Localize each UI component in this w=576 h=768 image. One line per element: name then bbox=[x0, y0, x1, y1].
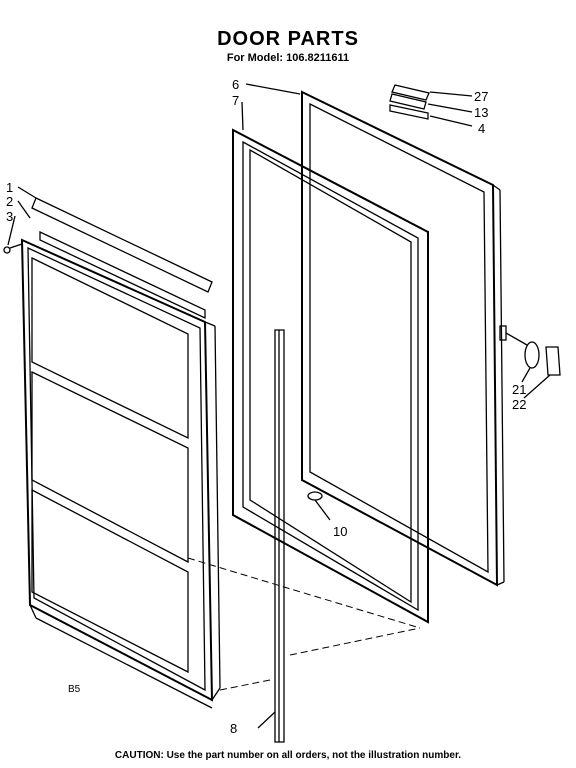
model-subtitle: For Model: 106.8211611 bbox=[226, 52, 350, 64]
outer-door-panel bbox=[301, 90, 507, 587]
callout-4: 4 bbox=[478, 121, 485, 136]
callout-8: 8 bbox=[230, 721, 237, 736]
drawing-code: B5 bbox=[68, 684, 81, 695]
callout-27: 27 bbox=[474, 89, 488, 104]
callout-3: 3 bbox=[6, 209, 13, 224]
callout-22: 22 bbox=[512, 397, 526, 412]
door-liner-frame bbox=[232, 128, 429, 624]
caution-note: CAUTION: Use the part number on all orde… bbox=[114, 750, 462, 761]
top-trim-pieces bbox=[389, 84, 430, 120]
leader-lines bbox=[7, 83, 551, 729]
alignment-lines bbox=[187, 557, 421, 691]
callout-1: 1 bbox=[6, 180, 13, 195]
door-front-assembly bbox=[20, 238, 221, 709]
gasket-strip bbox=[274, 329, 285, 743]
small-bumper-part bbox=[307, 491, 331, 521]
callout-21: 21 bbox=[512, 382, 526, 397]
callout-13: 13 bbox=[474, 105, 488, 120]
handle-parts bbox=[505, 332, 561, 376]
callout-6: 6 bbox=[232, 77, 239, 92]
page-title: DOOR PARTS bbox=[217, 28, 359, 50]
top-trim-strip bbox=[3, 197, 213, 320]
callout-10: 10 bbox=[333, 524, 347, 539]
callout-2: 2 bbox=[6, 194, 13, 209]
callout-7: 7 bbox=[232, 93, 239, 108]
